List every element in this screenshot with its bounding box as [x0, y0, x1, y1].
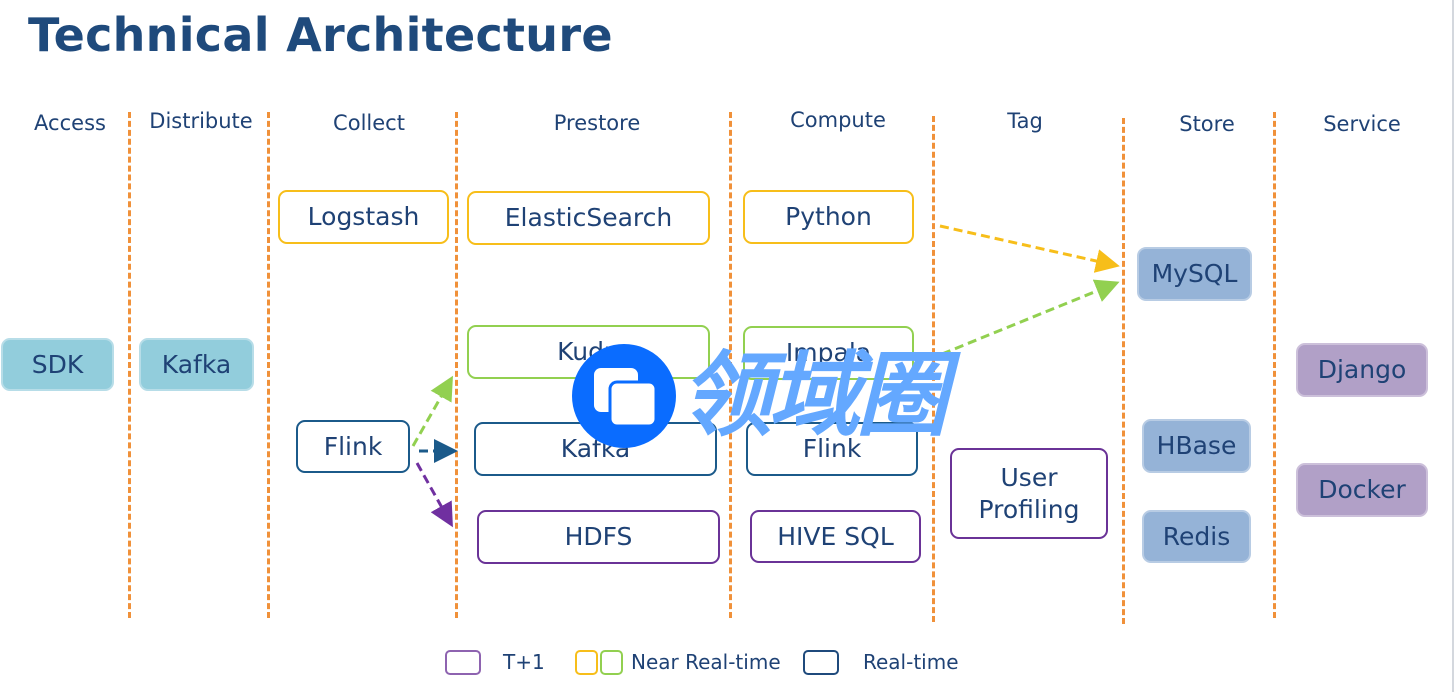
column-header-service: Service	[1323, 112, 1401, 136]
node-user-profiling[interactable]: User Profiling	[950, 448, 1108, 539]
watermark: 领域圈	[572, 340, 1002, 452]
column-header-access: Access	[34, 111, 106, 135]
node-python[interactable]: Python	[743, 190, 914, 244]
node-flink-collect[interactable]: Flink	[296, 420, 410, 473]
node-hbase[interactable]: HBase	[1142, 419, 1251, 473]
node-elasticsearch[interactable]: ElasticSearch	[467, 191, 710, 245]
column-header-compute: Compute	[790, 108, 886, 132]
node-logstash[interactable]: Logstash	[278, 190, 449, 244]
column-divider	[1122, 118, 1125, 624]
node-flink-compute[interactable]: Flink	[746, 422, 918, 476]
column-divider	[729, 112, 732, 618]
column-divider	[128, 112, 131, 618]
slide-right-edge	[1452, 0, 1454, 692]
legend-swatch-t1	[445, 650, 481, 675]
node-impala[interactable]: Impala	[743, 326, 914, 380]
edge-python-to-mysql	[939, 224, 1120, 273]
column-header-store: Store	[1179, 112, 1235, 136]
legend-swatch-real-time	[803, 650, 839, 675]
column-header-tag: Tag	[1007, 109, 1043, 133]
column-divider	[1273, 112, 1276, 618]
node-hdfs[interactable]: HDFS	[477, 510, 720, 564]
edge-flink-to-kudu	[411, 375, 453, 447]
edge-flink-to-hdfs	[415, 462, 453, 528]
page-title: Technical Architecture	[28, 8, 613, 62]
column-header-collect: Collect	[333, 111, 405, 135]
legend-label-near-real-time: Near Real-time	[631, 650, 781, 674]
column-divider	[932, 116, 935, 622]
legend-swatch-near-real-time-green	[600, 650, 623, 675]
legend-label-t1: T+1	[503, 650, 545, 674]
node-user-profiling-line1: User	[1000, 463, 1058, 493]
node-kafka-distribute[interactable]: Kafka	[139, 338, 254, 391]
column-divider	[455, 112, 458, 618]
column-divider	[267, 112, 270, 618]
watermark-logo-icon	[572, 344, 676, 448]
node-django[interactable]: Django	[1296, 343, 1428, 397]
column-header-prestore: Prestore	[553, 111, 641, 135]
node-user-profiling-line2: Profiling	[978, 494, 1080, 524]
node-sdk[interactable]: SDK	[1, 338, 114, 391]
node-redis[interactable]: Redis	[1142, 510, 1251, 563]
legend-swatch-near-real-time-yellow	[575, 650, 598, 675]
column-header-distribute: Distribute	[149, 109, 253, 133]
node-docker[interactable]: Docker	[1296, 463, 1428, 517]
node-mysql[interactable]: MySQL	[1137, 247, 1252, 301]
watermark-text: 领域圈	[680, 342, 948, 449]
node-hive-sql[interactable]: HIVE SQL	[750, 510, 921, 563]
edge-impala-to-mysql	[941, 279, 1120, 356]
legend-label-real-time: Real-time	[863, 650, 959, 674]
